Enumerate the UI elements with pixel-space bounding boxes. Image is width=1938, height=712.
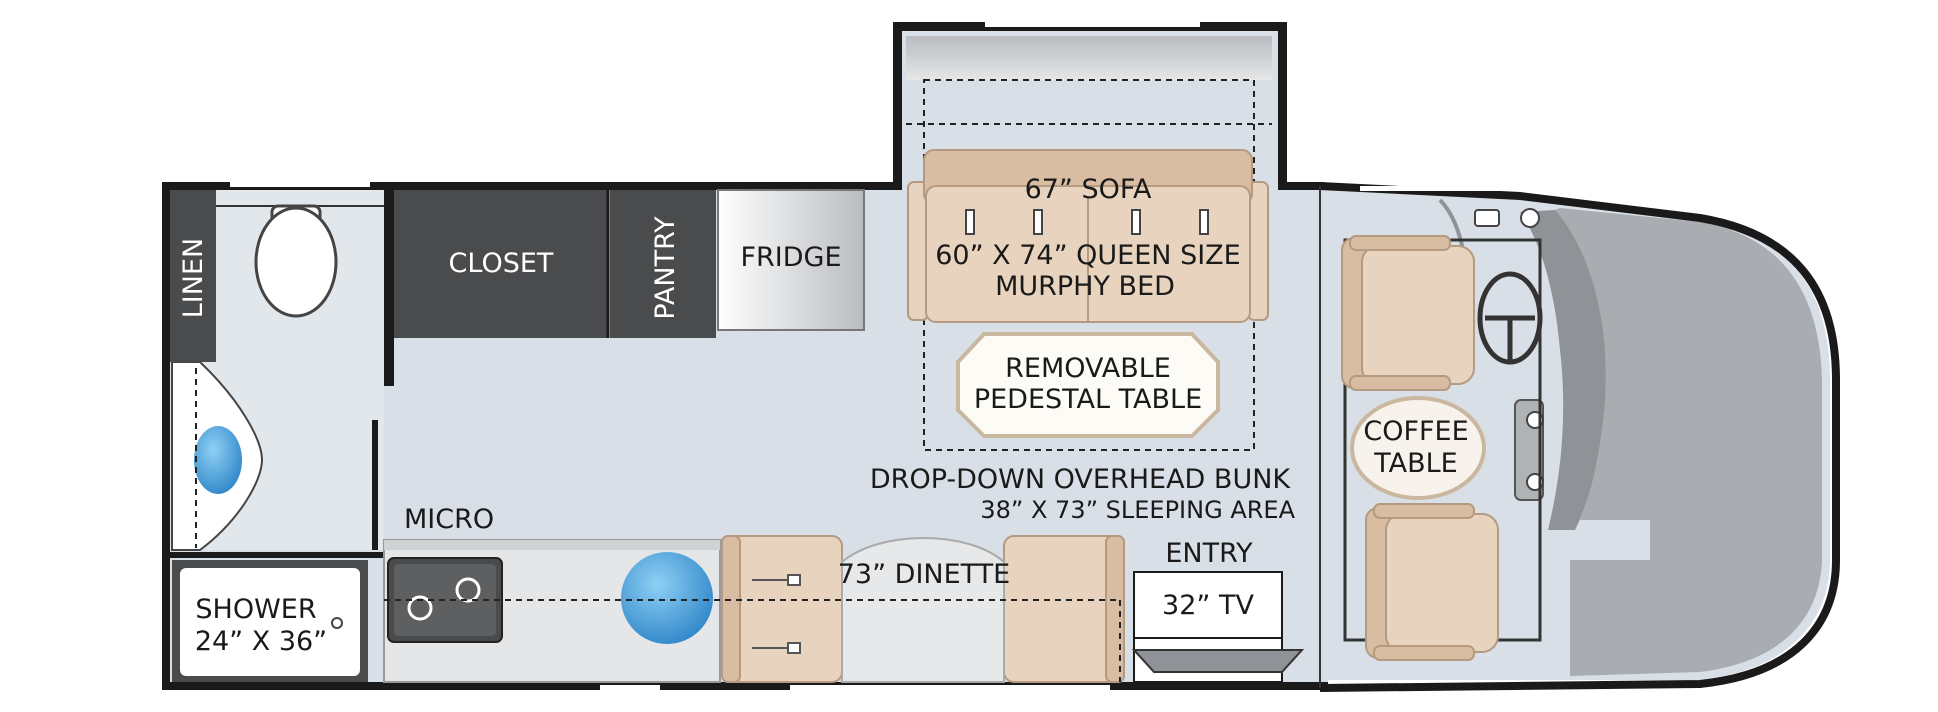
toilet-icon xyxy=(254,204,338,318)
dinette-label: 73” DINETTE xyxy=(838,559,1011,590)
entry-label: ENTRY xyxy=(1165,538,1253,569)
shower: SHOWER 24” X 36” xyxy=(172,560,368,682)
galley-sink-icon xyxy=(621,552,713,644)
bed-leg-icons xyxy=(965,209,1209,235)
murphy-bed-label-line2: MURPHY BED xyxy=(995,271,1175,302)
fridge: FRIDGE xyxy=(717,189,865,331)
coffee-table-label-line2: TABLE xyxy=(1373,448,1458,479)
entry-area: ENTRY 32” TV xyxy=(1131,538,1305,683)
linen-cabinet: LINEN xyxy=(170,190,216,362)
driver-seat xyxy=(1341,235,1475,391)
pantry-label: PANTRY xyxy=(650,216,681,320)
entry-step-icon xyxy=(1131,649,1305,673)
vanity-sink-icon xyxy=(171,361,264,551)
micro-label: MICRO xyxy=(404,504,494,535)
shower-label-line2: 24” X 36” xyxy=(195,626,327,657)
closet-label: CLOSET xyxy=(449,248,554,279)
dinette: 73” DINETTE xyxy=(721,535,1125,683)
passenger-seat xyxy=(1365,503,1499,661)
overhead-bunk-label-line1: DROP-DOWN OVERHEAD BUNK xyxy=(870,464,1292,495)
murphy-bed-label-line1: 60” X 74” QUEEN SIZE xyxy=(935,240,1241,271)
pedestal-table-label-line1: REMOVABLE xyxy=(1005,353,1171,384)
exterior-walls xyxy=(162,22,1840,692)
pedestal-table: REMOVABLE PEDESTAL TABLE xyxy=(956,332,1220,438)
closet: CLOSET xyxy=(394,190,608,338)
sofa-label: 67” SOFA xyxy=(1025,174,1152,205)
bathroom xyxy=(170,190,394,558)
coffee-table-label-line1: COFFEE xyxy=(1363,416,1468,447)
linen-label: LINEN xyxy=(178,238,209,318)
sofa-murphy-bed: 67” SOFA 60” X 74” QUEEN SIZE MURPHY BED xyxy=(906,79,1272,451)
overhead-bunk-label-line2: 38” X 73” SLEEPING AREA xyxy=(980,496,1295,524)
tv-label: 32” TV xyxy=(1162,590,1254,621)
pedestal-table-label-line2: PEDESTAL TABLE xyxy=(974,384,1202,415)
seatbelt-icons xyxy=(752,574,801,654)
shower-drain-icon xyxy=(331,617,343,629)
fridge-label: FRIDGE xyxy=(740,242,841,273)
shower-label-line1: SHOWER xyxy=(195,594,316,625)
pantry: PANTRY xyxy=(610,190,716,338)
coffee-table: COFFEE TABLE xyxy=(1350,396,1486,500)
